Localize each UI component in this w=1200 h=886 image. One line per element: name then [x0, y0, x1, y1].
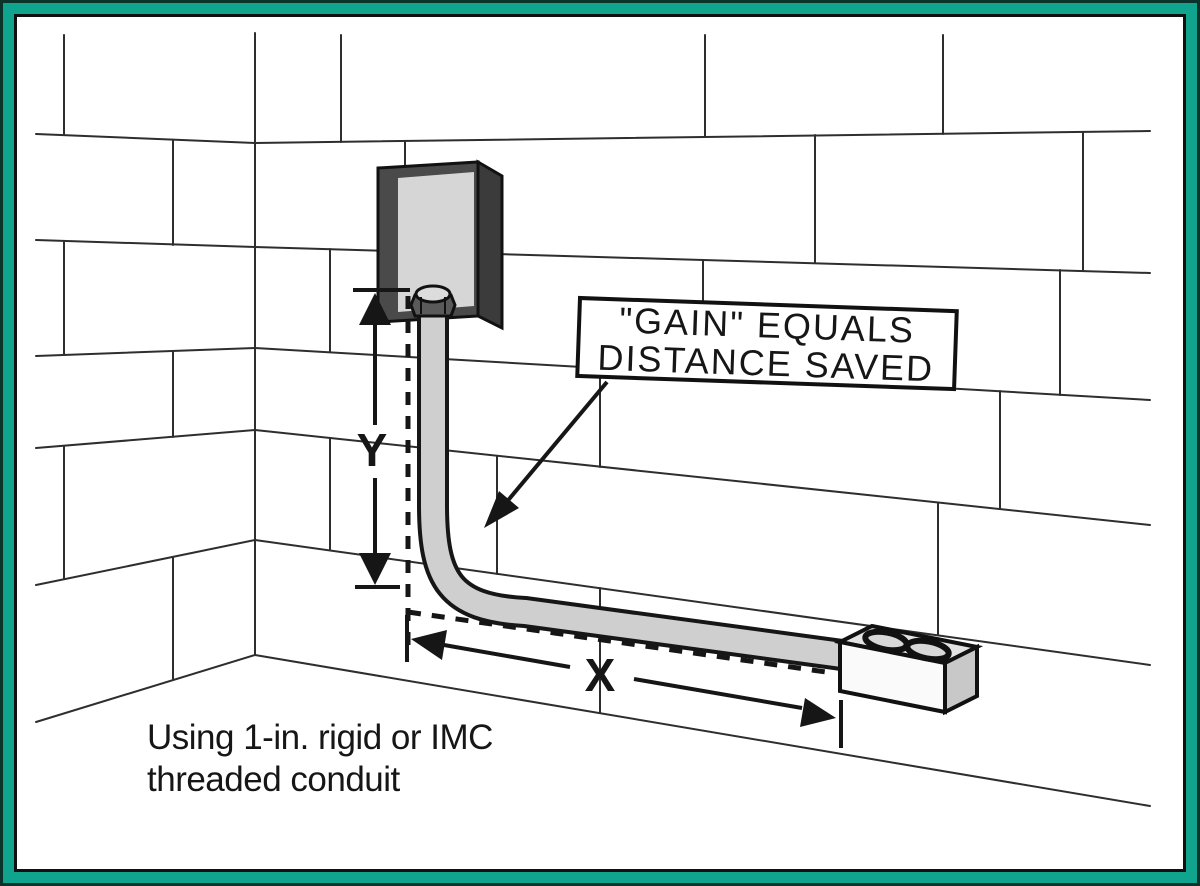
x-shaft-left	[443, 643, 571, 669]
x-right-arrowhead	[800, 698, 836, 727]
y-dimension-label: Y	[357, 424, 388, 476]
nut-top	[414, 284, 452, 304]
junction-box-side	[476, 159, 504, 331]
y-up-arrowhead	[359, 293, 391, 325]
x-left-arrowhead	[411, 630, 447, 660]
junction-box-cover	[398, 172, 474, 312]
caption-line-1: Using 1-in. rigid or IMC	[147, 718, 493, 757]
conduit	[417, 312, 845, 671]
callout: "GAIN" EQUALS DISTANCE SAVED	[575, 295, 959, 392]
junction-box	[376, 159, 504, 331]
nut-facets	[420, 297, 446, 314]
x-shaft-right	[633, 677, 803, 710]
caption-line-2: threaded conduit	[147, 760, 401, 799]
conduit-body	[421, 312, 844, 667]
masonry-block	[833, 623, 984, 716]
reference-path-dashed	[405, 296, 834, 676]
block-core-hole	[904, 637, 952, 663]
caption: Using 1-in. rigid or IMC threaded condui…	[147, 718, 493, 799]
conduit-hub-nut	[409, 284, 457, 318]
callout-box	[575, 295, 959, 392]
right-wall-base	[254, 654, 1151, 807]
y-dimension: Y	[353, 288, 410, 589]
leader-arrowhead	[484, 491, 519, 528]
block-side-face	[943, 643, 979, 716]
left-wall-base	[35, 654, 256, 723]
x-dimension: X	[405, 615, 843, 748]
y-down-arrowhead	[359, 553, 391, 585]
callout-leader-arrow	[484, 380, 609, 528]
leader-line	[503, 380, 609, 506]
x-dimension-label: X	[585, 649, 616, 701]
